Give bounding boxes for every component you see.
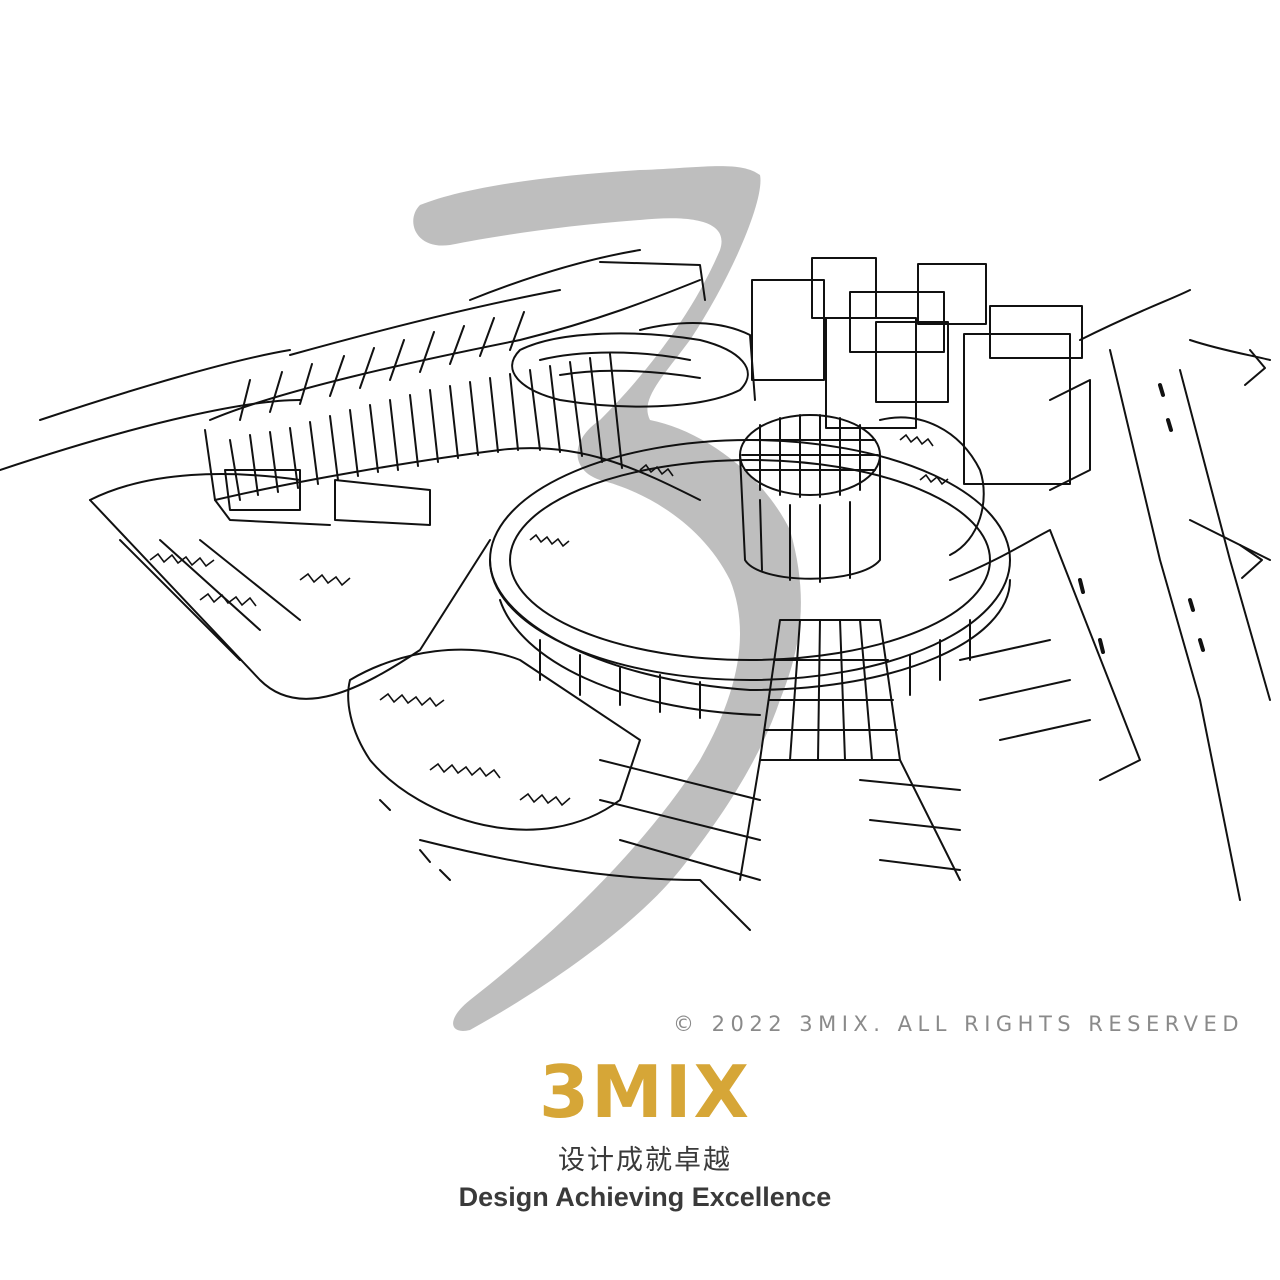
road-markings xyxy=(1078,383,1205,654)
tagline-english: Design Achieving Excellence xyxy=(458,1182,832,1212)
sketch-linework xyxy=(0,249,1271,931)
sketch-vegetation xyxy=(149,433,949,807)
tagline-chinese: 设计成就卓越 xyxy=(558,1145,732,1176)
watermark-brush-stroke xyxy=(413,166,801,1031)
brand-logo: 3MIX xyxy=(538,1050,752,1134)
copyright-notice: © 2022 3MIX. ALL RIGHTS RESERVED xyxy=(672,1012,1244,1036)
